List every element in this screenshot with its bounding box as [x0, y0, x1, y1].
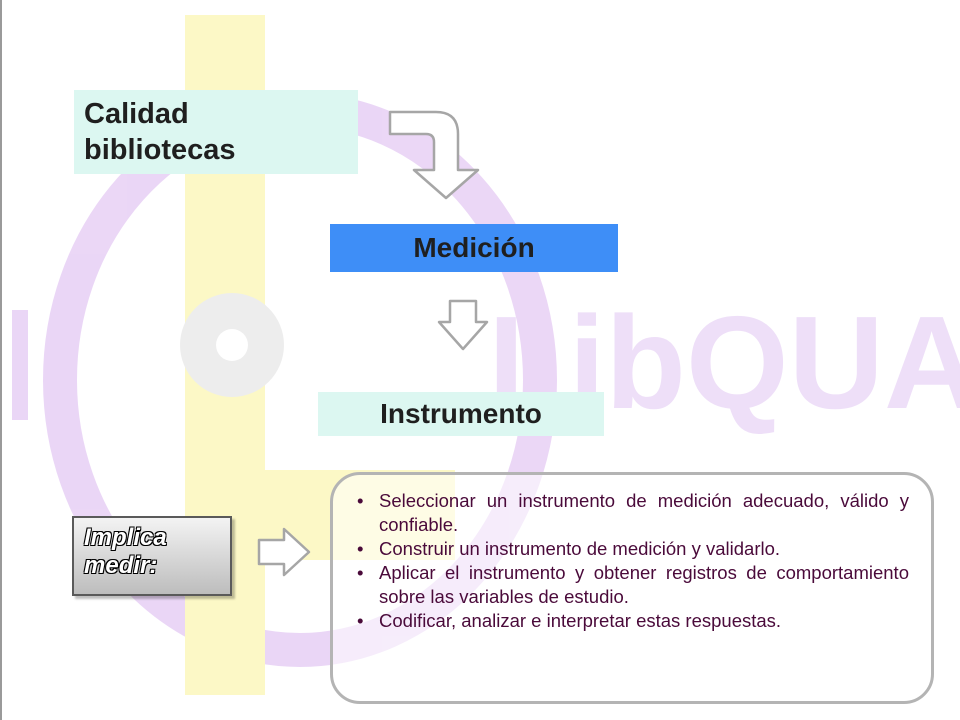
implica-medir-label: Implica medir: [84, 524, 167, 579]
medicion-label: Medición [413, 232, 535, 263]
medicion-box: Medición [330, 224, 618, 272]
bullet-list-panel: Seleccionar un instrumento de medición a… [330, 472, 934, 704]
right-arrow-icon [257, 527, 311, 577]
calidad-bibliotecas-box: Calidad bibliotecas [74, 90, 358, 174]
slide-left-border [0, 0, 2, 720]
list-item: Aplicar el instrumento y obtener registr… [353, 561, 909, 609]
instrumento-box: Instrumento [318, 392, 604, 436]
curved-down-arrow-icon [388, 110, 480, 200]
implica-medir-box: Implica medir: [72, 516, 232, 596]
calidad-bibliotecas-label: Calidad bibliotecas [84, 98, 236, 166]
bullet-list: Seleccionar un instrumento de medición a… [353, 489, 909, 633]
instrumento-label: Instrumento [380, 398, 542, 429]
list-item: Construir un instrumento de medición y v… [353, 537, 909, 561]
list-item: Codificar, analizar e interpretar estas … [353, 609, 909, 633]
list-item: Seleccionar un instrumento de medición a… [353, 489, 909, 537]
down-arrow-icon [437, 299, 489, 351]
